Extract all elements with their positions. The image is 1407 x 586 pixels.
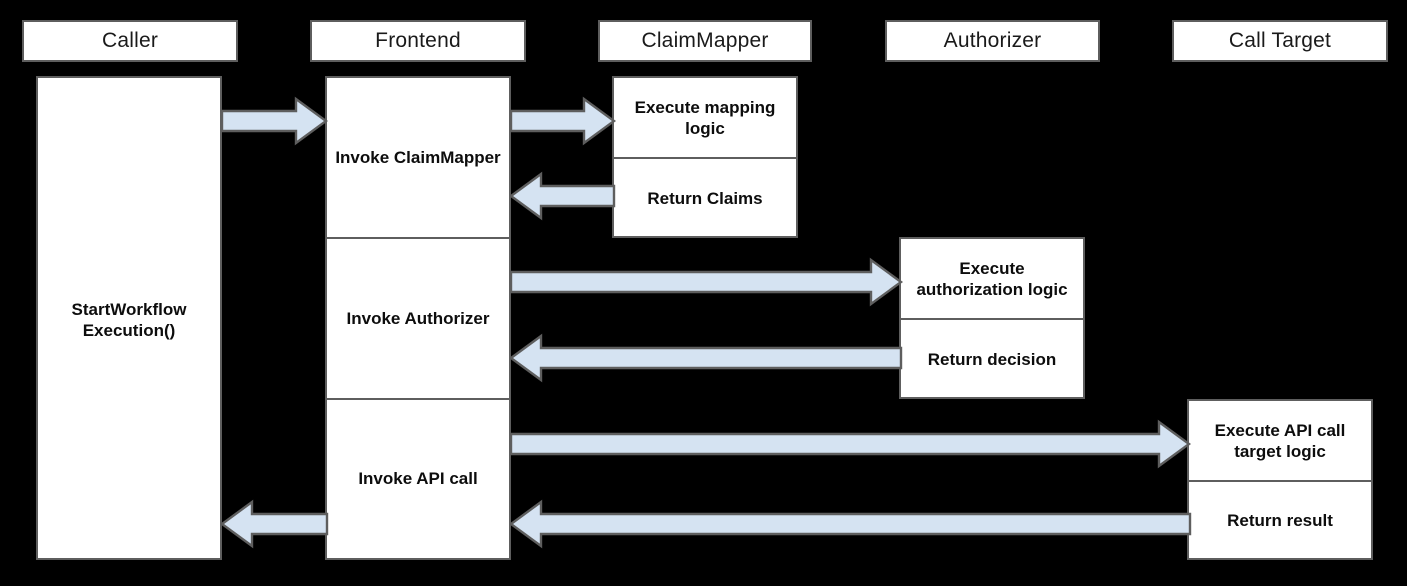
activation-frontend-cell-2: Invoke API call <box>358 469 478 489</box>
activation-calltarget[interactable]: Execute API call target logic Return res… <box>1187 399 1373 560</box>
activation-frontend-cell-1: Invoke Authorizer <box>346 309 490 329</box>
activation-caller[interactable]: StartWorkflow Execution() <box>36 76 222 560</box>
activation-claimmapper-cell-0: Execute mapping logic <box>634 97 776 138</box>
message-arrow-calltarget-to-frontend[interactable] <box>508 499 1192 549</box>
activation-frontend[interactable]: Invoke ClaimMapper Invoke Authorizer Inv… <box>325 76 511 560</box>
message-arrow-frontend-to-caller[interactable] <box>219 499 329 549</box>
activation-frontend-divider-1 <box>327 398 509 400</box>
activation-caller-cell-0: StartWorkflow Execution() <box>71 299 187 340</box>
activation-authorizer[interactable]: Execute authorization logic Return decis… <box>899 237 1085 399</box>
activation-claimmapper[interactable]: Execute mapping logic Return Claims <box>612 76 798 238</box>
lifeline-header-claimmapper-label: ClaimMapper <box>641 29 769 52</box>
activation-claimmapper-cell-1: Return Claims <box>647 188 763 208</box>
activation-calltarget-divider-0 <box>1189 480 1371 482</box>
lifeline-header-caller[interactable]: Caller <box>22 20 238 62</box>
message-arrow-frontend-to-claimmapper[interactable] <box>509 96 617 146</box>
activation-claimmapper-divider-0 <box>614 157 796 159</box>
activation-authorizer-cell-1: Return decision <box>927 349 1057 369</box>
activation-calltarget-cell-1: Return result <box>1227 511 1333 531</box>
lifeline-header-frontend[interactable]: Frontend <box>310 20 526 62</box>
activation-frontend-cell-0: Invoke ClaimMapper <box>335 148 501 168</box>
lifeline-header-caller-label: Caller <box>101 29 159 52</box>
lifeline-header-authorizer[interactable]: Authorizer <box>885 20 1100 62</box>
message-arrow-caller-to-frontend[interactable] <box>220 96 329 146</box>
lifeline-header-calltarget-label: Call Target <box>1228 29 1332 52</box>
message-arrow-frontend-to-calltarget[interactable] <box>509 419 1192 469</box>
message-arrow-claimmapper-to-frontend[interactable] <box>508 171 616 221</box>
lifeline-header-claimmapper[interactable]: ClaimMapper <box>598 20 812 62</box>
activation-calltarget-cell-0: Execute API call target logic <box>1214 420 1346 461</box>
message-arrow-frontend-to-authorizer[interactable] <box>509 257 904 307</box>
message-arrow-authorizer-to-frontend[interactable] <box>508 333 903 383</box>
activation-frontend-divider-0 <box>327 237 509 239</box>
activation-authorizer-divider-0 <box>901 318 1083 320</box>
activation-authorizer-cell-0: Execute authorization logic <box>916 258 1068 299</box>
lifeline-header-calltarget[interactable]: Call Target <box>1172 20 1388 62</box>
lifeline-header-frontend-label: Frontend <box>375 29 461 52</box>
lifeline-header-authorizer-label: Authorizer <box>943 29 1042 52</box>
